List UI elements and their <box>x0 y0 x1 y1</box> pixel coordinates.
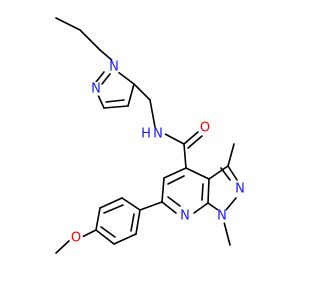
bond <box>133 83 151 101</box>
bond <box>97 94 105 109</box>
bond <box>187 135 203 149</box>
atom-n-pyridine: N <box>180 209 190 224</box>
bond <box>95 207 101 231</box>
bond <box>163 167 187 179</box>
bond <box>161 201 177 214</box>
bond <box>183 143 187 169</box>
bond <box>79 29 101 51</box>
bond <box>185 167 210 180</box>
bond <box>103 204 124 214</box>
bond <box>208 165 229 180</box>
bond <box>207 178 210 204</box>
atom-h-amide: H <box>141 127 151 142</box>
bond <box>227 165 238 181</box>
atom-n-pyrazolo-1: N <box>217 209 227 224</box>
bond <box>99 49 115 63</box>
atom-n-amide: N <box>153 127 163 142</box>
bond <box>100 226 116 238</box>
bond <box>117 71 135 85</box>
bond <box>55 239 71 254</box>
molecule-structure: N N N H O N N N O <box>55 17 247 254</box>
bond <box>227 143 235 167</box>
bond <box>220 167 231 181</box>
bond <box>103 105 129 109</box>
bond <box>113 233 137 245</box>
bond <box>225 197 237 211</box>
bond <box>55 17 81 31</box>
bond <box>99 197 123 209</box>
bond <box>164 133 185 145</box>
bond <box>183 131 199 145</box>
bond <box>223 221 231 246</box>
bond <box>105 99 125 103</box>
bond <box>167 175 185 185</box>
atom-n-pyrazole-imine: N <box>91 82 101 97</box>
bond <box>127 83 135 107</box>
bond <box>121 197 141 211</box>
bond <box>95 71 105 83</box>
atom-labels: N N N H O N N N O <box>69 60 247 246</box>
bond <box>161 177 165 203</box>
atom-n-pyrazolo-2: N <box>235 182 245 197</box>
bonds <box>55 17 238 254</box>
bond <box>207 202 219 211</box>
bond <box>130 213 135 232</box>
bond <box>101 73 111 85</box>
atom-o-methoxy: O <box>71 231 81 246</box>
bond <box>81 229 97 238</box>
bond <box>149 99 156 128</box>
atom-o-carbonyl: O <box>200 121 210 136</box>
bond <box>135 209 141 235</box>
bond <box>193 202 209 214</box>
atom-n-pyrazole-alkyl: N <box>109 60 119 75</box>
bond <box>201 183 204 201</box>
bond <box>139 201 163 211</box>
bond <box>167 196 181 207</box>
bond <box>95 229 115 245</box>
